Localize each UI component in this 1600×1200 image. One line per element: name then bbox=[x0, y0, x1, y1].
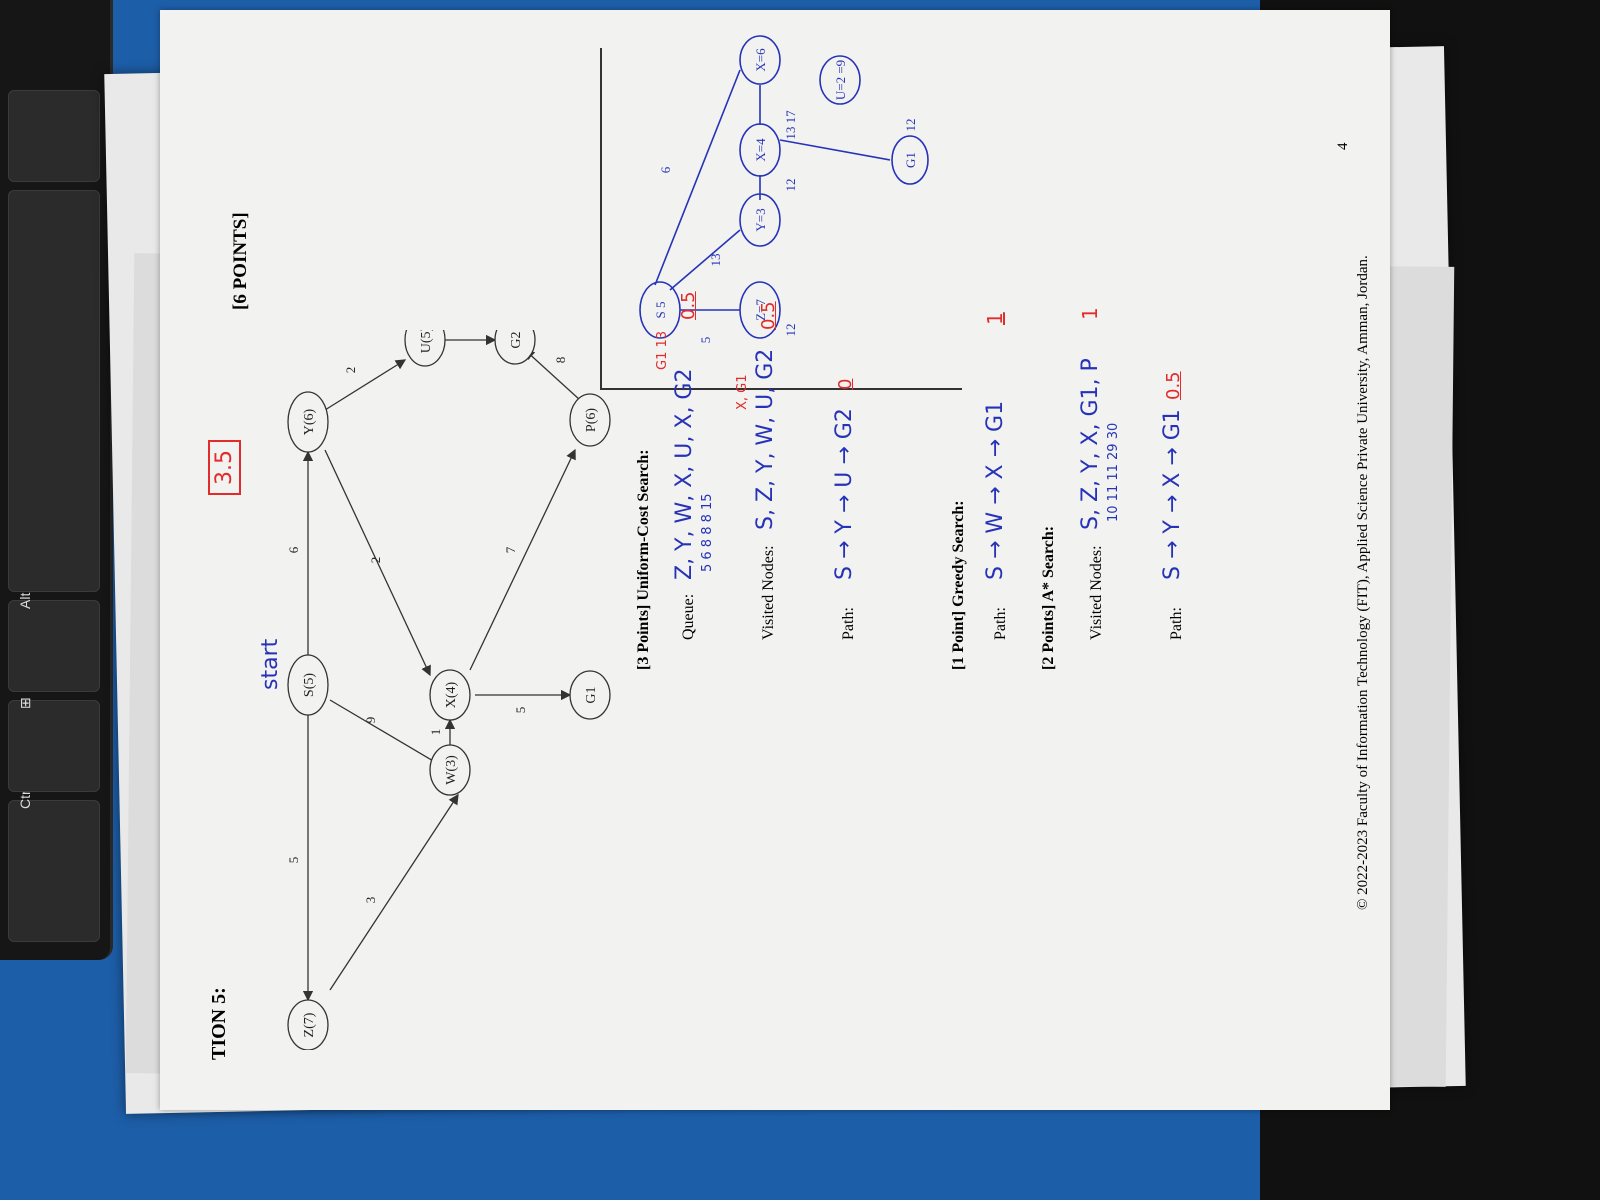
question-title: TION 5: bbox=[208, 987, 230, 1060]
edge-label: 1 bbox=[428, 729, 443, 736]
exam-page-wrapper: TION 5: [6 POINTS] 3.5 start bbox=[160, 10, 1390, 1110]
sketch-label: 6 bbox=[658, 166, 673, 173]
greedy-header: [1 Point] Greedy Search: bbox=[950, 500, 967, 670]
node-p bbox=[569, 393, 611, 447]
sketch-node: X=4 bbox=[753, 138, 768, 162]
sketch-label: 13 bbox=[708, 254, 723, 267]
greedy-path-label: Path: bbox=[992, 607, 1009, 640]
ucs-queue-red: G1 13 bbox=[655, 330, 670, 370]
astar-header: [2 Points] A* Search: bbox=[1040, 525, 1057, 670]
node-label: P(6) bbox=[584, 408, 599, 432]
node-z bbox=[287, 999, 329, 1050]
sketch-node: X=6 bbox=[753, 48, 768, 72]
ucs-queue-costs: 5 6 8 8 8 15 bbox=[700, 493, 715, 572]
astar-visited-answer: S, Z, Y, X, G1, P bbox=[1078, 358, 1103, 530]
edge-x-p bbox=[469, 448, 576, 671]
edge-z-w bbox=[329, 793, 459, 991]
astar-path-label: Path: bbox=[1168, 607, 1185, 640]
edge-y-x bbox=[324, 449, 431, 677]
ucs-path-label: Path: bbox=[840, 607, 857, 640]
edge-label: 7 bbox=[503, 546, 518, 553]
edge-p-g2 bbox=[524, 349, 581, 401]
greedy-path-answer: S → W → X → G1 bbox=[983, 400, 1008, 580]
ucs-path-grade: 0 bbox=[835, 378, 856, 390]
ucs-header: [3 Points] Uniform-Cost Search: bbox=[635, 449, 652, 670]
ucs-queue-answer: Z, Y, W, X, U, X, G2 bbox=[672, 368, 697, 580]
points-label: [6 POINTS] bbox=[230, 212, 251, 310]
edge-label: 5 bbox=[286, 857, 301, 864]
astar-path-grade: 0.5 bbox=[1163, 371, 1184, 400]
greedy-grade: 1 bbox=[983, 312, 1007, 325]
node-s bbox=[287, 654, 329, 716]
edge-label: 3 bbox=[363, 897, 378, 904]
sketch-node: U=2 =9 bbox=[833, 60, 848, 100]
astar-path-answer: S → Y → X → G1 bbox=[1160, 409, 1185, 580]
node-y bbox=[287, 391, 329, 453]
ucs-visited-red: X, G1 bbox=[735, 374, 750, 410]
sketch-node: Y=3 bbox=[753, 208, 768, 231]
space-key bbox=[8, 190, 100, 592]
sketch-node: G1 bbox=[903, 152, 918, 168]
node-u bbox=[404, 330, 446, 367]
node-label: G1 bbox=[584, 686, 599, 703]
node-label: X(4) bbox=[444, 681, 459, 708]
node-label: S(5) bbox=[302, 673, 317, 697]
edge-label: 9 bbox=[363, 717, 378, 724]
sketch-label: 12 bbox=[903, 119, 918, 132]
ucs-path-answer: S → Y → U → G2 bbox=[832, 408, 857, 580]
ctrl-key: Ctrl bbox=[8, 787, 100, 942]
node-label: G2 bbox=[509, 331, 524, 348]
edge-s-w bbox=[329, 699, 442, 766]
windows-key: ⊞ bbox=[8, 697, 100, 792]
page-number: 4 bbox=[1335, 142, 1351, 151]
node-w bbox=[429, 744, 471, 796]
astar-visited-label: Visited Nodes: bbox=[1088, 545, 1105, 640]
node-label: U(5) bbox=[419, 330, 434, 353]
score-box: 3.5 bbox=[208, 440, 241, 495]
sketch-tree: S 5 Z=7 Y=3 X=4 X=6 U=2 =9 G1 5 6 12 13 … bbox=[639, 35, 929, 344]
node-label: Y(6) bbox=[302, 408, 317, 435]
node-label: Z(7) bbox=[302, 1012, 317, 1037]
edge-label: 5 bbox=[513, 707, 528, 714]
sketch-node: S 5 bbox=[653, 302, 668, 319]
ucs-visited-label: Visited Nodes: bbox=[760, 545, 777, 640]
key bbox=[8, 90, 100, 182]
astar-visited-grade: 1 bbox=[1078, 307, 1102, 320]
ucs-visited-answer: S, Z, Y, W, U, G2 bbox=[753, 348, 778, 530]
keyboard: Ctrl ⊞ Alt bbox=[0, 0, 113, 960]
footer-copyright: © 2022-2023 Faculty of Information Techn… bbox=[1355, 255, 1371, 910]
edge-label: 6 bbox=[286, 546, 301, 553]
edge-y-u bbox=[324, 359, 407, 411]
ucs-queue-grade: 0.5 bbox=[678, 291, 699, 320]
edge-label: 8 bbox=[553, 357, 568, 364]
sketch-label: 5 bbox=[698, 337, 713, 344]
edge-label: 2 bbox=[368, 557, 383, 564]
node-x bbox=[429, 669, 471, 721]
sketch-label: 12 bbox=[783, 324, 798, 337]
astar-visited-costs: 10 11 11 29 30 bbox=[1106, 422, 1121, 522]
node-g2 bbox=[494, 330, 536, 365]
sketch-label: 12 bbox=[783, 179, 798, 192]
ucs-queue-label: Queue: bbox=[680, 593, 697, 640]
alt-key: Alt bbox=[8, 593, 100, 692]
node-g1 bbox=[569, 670, 611, 720]
ucs-visited-grade: 0.5 bbox=[758, 301, 779, 330]
edge-label: 2 bbox=[343, 367, 358, 374]
node-label: W(3) bbox=[444, 755, 459, 785]
exam-page: TION 5: [6 POINTS] 3.5 start bbox=[160, 10, 1390, 1110]
sketch-label: 13 17 bbox=[783, 110, 798, 140]
search-graph: Z(7) S(5) W(3) X(4) Y(6) U(5) G2 P(6) G1… bbox=[286, 330, 611, 1050]
sketch-node: Z=7 bbox=[753, 299, 768, 321]
